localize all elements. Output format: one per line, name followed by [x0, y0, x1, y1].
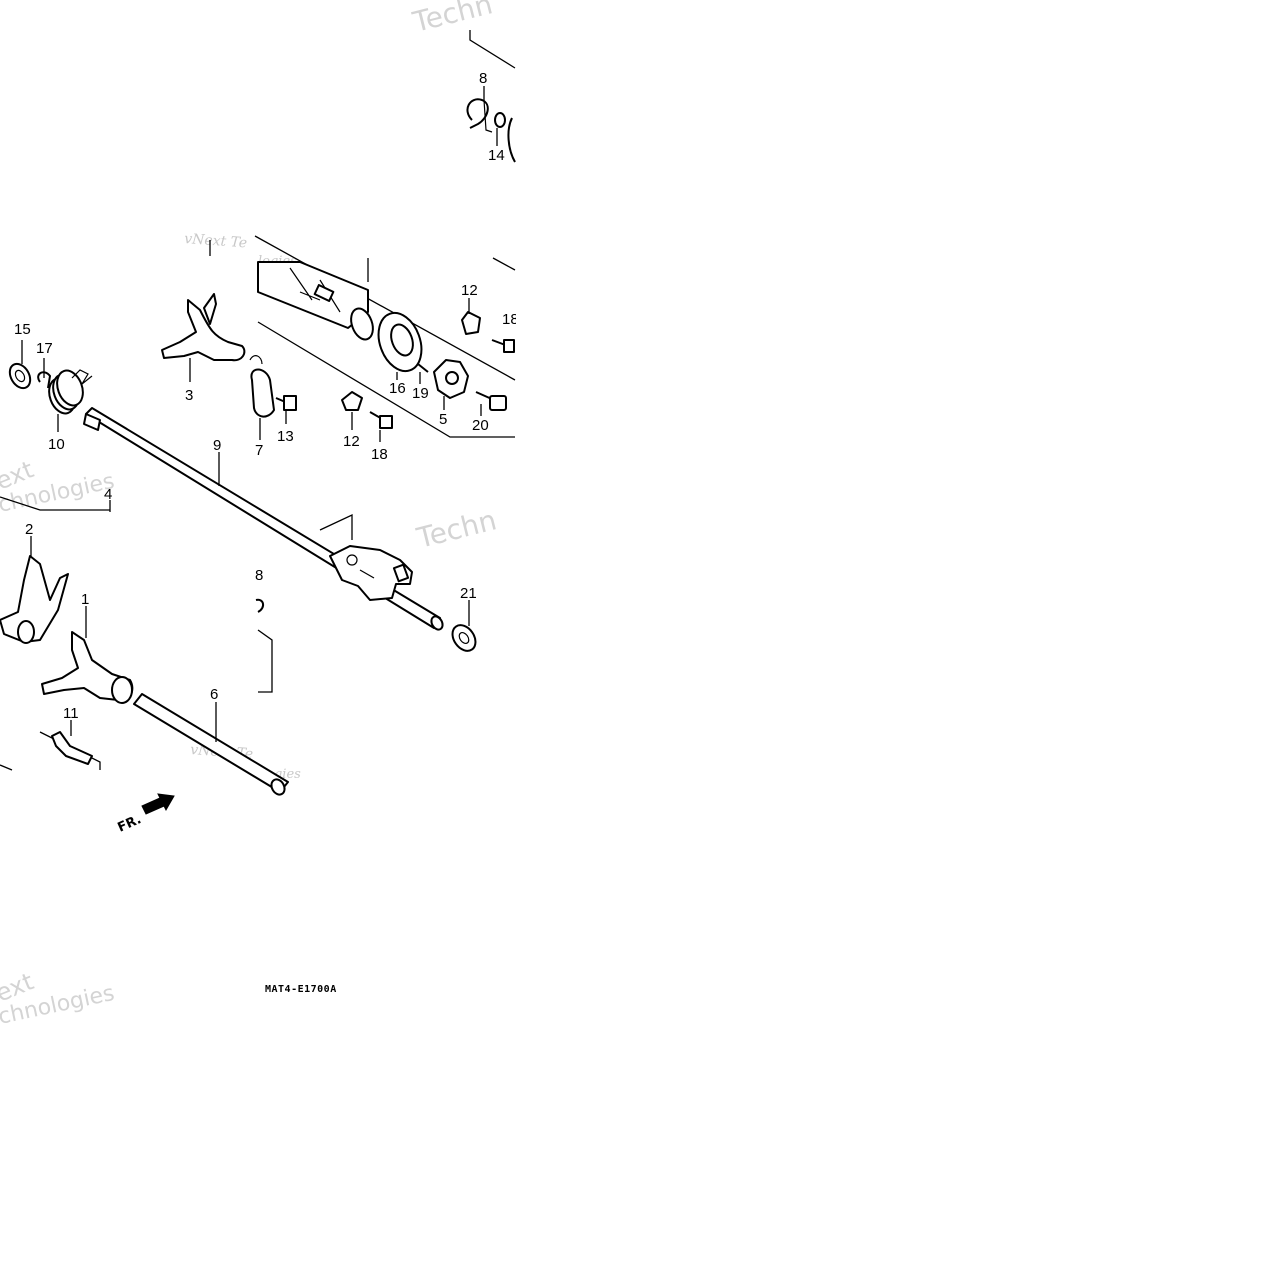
callout-13: 13 [277, 428, 294, 445]
part-bolt-13 [275, 395, 297, 411]
callout-12-lower: 12 [343, 433, 360, 450]
part-spring-10 [48, 369, 93, 415]
part-bolt-18-lower [369, 411, 393, 429]
part-spring-8 [466, 98, 516, 163]
callout-19: 19 [412, 385, 429, 402]
part-shift-fork-1 [41, 631, 134, 704]
part-clip-17 [37, 371, 51, 389]
part-plate-12-lower [341, 391, 363, 411]
part-bolt-20 [475, 391, 507, 411]
part-pin-19 [417, 363, 429, 373]
direction-label: FR. [116, 812, 144, 835]
callout-21: 21 [460, 585, 477, 602]
frame-line-right [492, 257, 516, 271]
frame-lines [0, 30, 516, 771]
callout-11: 11 [63, 705, 79, 722]
callout-1: 1 [81, 591, 89, 608]
part-shift-fork-3 [161, 293, 246, 362]
part-bearing-16 [377, 311, 423, 373]
part-plate-12-upper [461, 311, 481, 335]
callout-14: 14 [488, 147, 505, 164]
callout-5: 5 [439, 411, 447, 428]
callout-6: 6 [210, 686, 218, 703]
callout-9: 9 [213, 437, 221, 454]
part-stopper-arm-7 [249, 355, 275, 418]
callout-20: 20 [472, 417, 489, 434]
callout-8-lower: 8 [255, 567, 263, 584]
callout-4: 4 [104, 486, 112, 503]
watermark-tech-mid: Techn [413, 503, 500, 555]
callout-2: 2 [25, 521, 33, 538]
callout-7: 7 [255, 442, 263, 459]
blank-area [516, 0, 1285, 1285]
callout-3: 3 [185, 387, 193, 404]
part-bolt-18-upper [491, 339, 515, 353]
watermark-tech-top: Techn [409, 0, 496, 39]
part-fork-shaft-6 [133, 693, 289, 796]
frame-line-bottom-left [0, 764, 13, 771]
part-shift-fork-2 [0, 555, 69, 644]
callout-17: 17 [36, 340, 53, 357]
frame-line-top [469, 30, 516, 69]
part-fragment-8-lower [255, 598, 264, 613]
callout-12-upper: 12 [461, 282, 478, 299]
arrow-icon [141, 793, 175, 815]
frame-line-drum-upper [254, 235, 516, 381]
part-pin-11 [51, 731, 93, 765]
part-washer-15 [8, 362, 32, 390]
frame-line-arm [319, 513, 353, 540]
callout-16: 16 [389, 380, 406, 397]
watermark-vnext-1: vNext Te [184, 231, 248, 251]
part-drum-cam-5 [433, 359, 469, 399]
callout-18-upper: 18 [502, 311, 519, 328]
callout-15: 15 [14, 321, 31, 338]
callout-10: 10 [48, 436, 65, 453]
part-washer-21 [451, 624, 477, 652]
callout-8: 8 [479, 70, 487, 87]
direction-arrow: FR. [116, 793, 175, 836]
part-shift-drum [257, 261, 374, 341]
callout-18-lower: 18 [371, 446, 388, 463]
drawing-code: MAT4-E1700A [265, 984, 337, 995]
part-shift-arm [329, 545, 413, 601]
frame-line-drum-lower [257, 321, 515, 438]
frame-line-fork-group [0, 496, 110, 511]
frame-line-bracket [257, 629, 273, 693]
callouts: 8 14 12 18 15 17 16 19 3 5 20 13 12 10 9… [14, 70, 519, 722]
